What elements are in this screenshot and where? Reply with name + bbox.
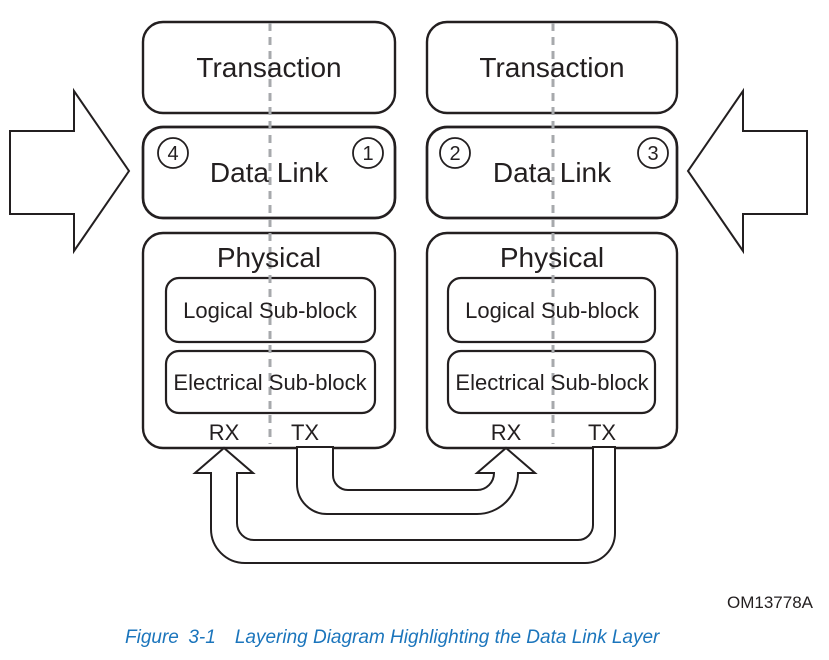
badge-circle-4	[157, 137, 189, 169]
left-logical-subblock-label: Logical Sub-block	[183, 298, 358, 323]
right-physical-label: Physical	[500, 242, 604, 273]
artwork-code: OM13778A	[727, 593, 814, 612]
badge-4-label: 4	[167, 143, 178, 165]
right-tx-label: TX	[588, 420, 616, 445]
tx-to-rx-pipe-upper	[296, 446, 538, 515]
badge-circle-2	[439, 137, 471, 169]
right-transaction-label: Transaction	[479, 52, 624, 83]
left-data-link-label: Data Link	[210, 157, 329, 188]
badge-3-label: 3	[647, 143, 658, 165]
badge-1-label: 1	[362, 143, 373, 165]
figure-caption: Figure 3-1 Layering Diagram Highlighting…	[125, 627, 660, 648]
left-electrical-subblock-label: Electrical Sub-block	[173, 370, 367, 395]
left-tx-label: TX	[291, 420, 319, 445]
right-rx-label: RX	[491, 420, 522, 445]
left-transaction-label: Transaction	[196, 52, 341, 83]
left-rx-label: RX	[209, 420, 240, 445]
right-logical-subblock-label: Logical Sub-block	[465, 298, 640, 323]
badge-circle-3	[637, 137, 669, 169]
tx-to-rx-pipe-lower	[192, 446, 616, 564]
badge-circle-1	[352, 137, 384, 169]
right-electrical-subblock-label: Electrical Sub-block	[455, 370, 649, 395]
inbound-arrow-left-icon	[9, 87, 131, 255]
inbound-arrow-right-icon	[686, 87, 808, 255]
badge-2-label: 2	[449, 143, 460, 165]
right-data-link-label: Data Link	[493, 157, 612, 188]
left-physical-label: Physical	[217, 242, 321, 273]
